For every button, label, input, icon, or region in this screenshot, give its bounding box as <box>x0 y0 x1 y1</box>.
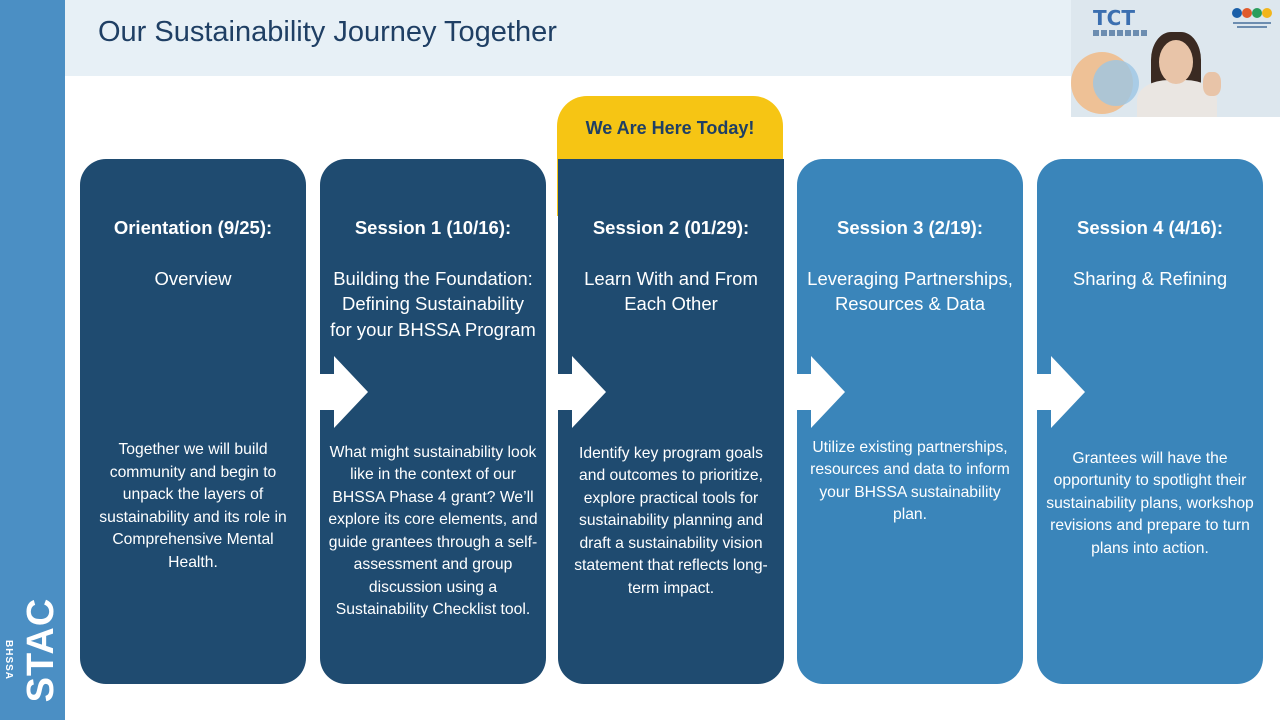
presenter-hand <box>1203 72 1221 96</box>
session-title-lead: Session 2 (01/29): <box>592 216 750 238</box>
session-description-text: Identify key program goals and outcomes … <box>574 444 768 597</box>
video-thumbnail[interactable]: TCT <box>1071 0 1280 117</box>
session-description-text: Grantees will have the opportunity to sp… <box>1046 449 1254 557</box>
session-title: Orientation (9/25): Overview <box>90 189 296 317</box>
session-card-2: Session 2 (01/29): Learn With and From E… <box>558 159 784 684</box>
session-title-lead: Session 3 (2/19): <box>836 216 983 238</box>
session-description-text: Utilize existing partnerships, resources… <box>810 438 1010 524</box>
brand-main-text: STAC <box>20 597 62 703</box>
page-title: Our Sustainability Journey Together <box>98 16 557 48</box>
session-title-rest: Leveraging Partnerships, Resources & Dat… <box>807 267 1013 315</box>
session-title-lead: Session 1 (10/16): <box>354 216 512 238</box>
session-title-rest: Sharing & Refining <box>1072 267 1228 289</box>
presenter-face <box>1159 40 1193 84</box>
tct-logo-text: TCT <box>1093 6 1135 30</box>
session-title: Session 1 (10/16): Building the Foundati… <box>330 189 536 368</box>
session-description: Utilize existing partnerships, resources… <box>805 159 1015 684</box>
session-card-4: Session 4 (4/16): Sharing & Refining Gra… <box>1037 159 1263 684</box>
tct-logo-tagline <box>1093 30 1149 36</box>
left-sidebar: STAC BHSSA <box>0 0 65 720</box>
arrow-right-icon <box>1035 356 1085 428</box>
session-title: Session 3 (2/19): Leveraging Partnership… <box>807 189 1013 342</box>
arrow-right-icon <box>556 356 606 428</box>
session-title-rest: Learn With and From Each Other <box>584 267 758 315</box>
session-card-1: Session 1 (10/16): Building the Foundati… <box>320 159 546 684</box>
arrow-right-icon <box>318 356 368 428</box>
session-description-text: Together we will build community and beg… <box>99 441 287 571</box>
session-description: Together we will build community and beg… <box>88 159 298 684</box>
we-are-here-label: We Are Here Today! <box>585 118 755 138</box>
ibhe-logo <box>1232 8 1272 28</box>
session-description: Grantees will have the opportunity to sp… <box>1045 159 1255 684</box>
session-title-rest: Overview <box>154 267 232 289</box>
tct-logo: TCT <box>1081 4 1149 38</box>
session-title: Session 4 (4/16): Sharing & Refining <box>1047 189 1253 317</box>
session-description: What might sustainability look like in t… <box>328 159 538 684</box>
session-description-text: What might sustainability look like in t… <box>328 443 538 619</box>
session-description: Identify key program goals and outcomes … <box>566 159 776 684</box>
session-title-lead: Orientation (9/25): <box>113 216 273 238</box>
brand-sub-text: BHSSA <box>3 640 14 681</box>
arrow-right-icon <box>795 356 845 428</box>
session-title-rest: Building the Foundation: Defining Sustai… <box>330 267 536 340</box>
session-title: Session 2 (01/29): Learn With and From E… <box>568 189 774 342</box>
decorative-bubble <box>1093 60 1139 106</box>
session-card-orientation: Orientation (9/25): Overview Together we… <box>80 159 306 684</box>
session-title-lead: Session 4 (4/16): <box>1076 216 1223 238</box>
session-card-3: Session 3 (2/19): Leveraging Partnership… <box>797 159 1023 684</box>
stac-logo: STAC BHSSA <box>3 596 62 706</box>
